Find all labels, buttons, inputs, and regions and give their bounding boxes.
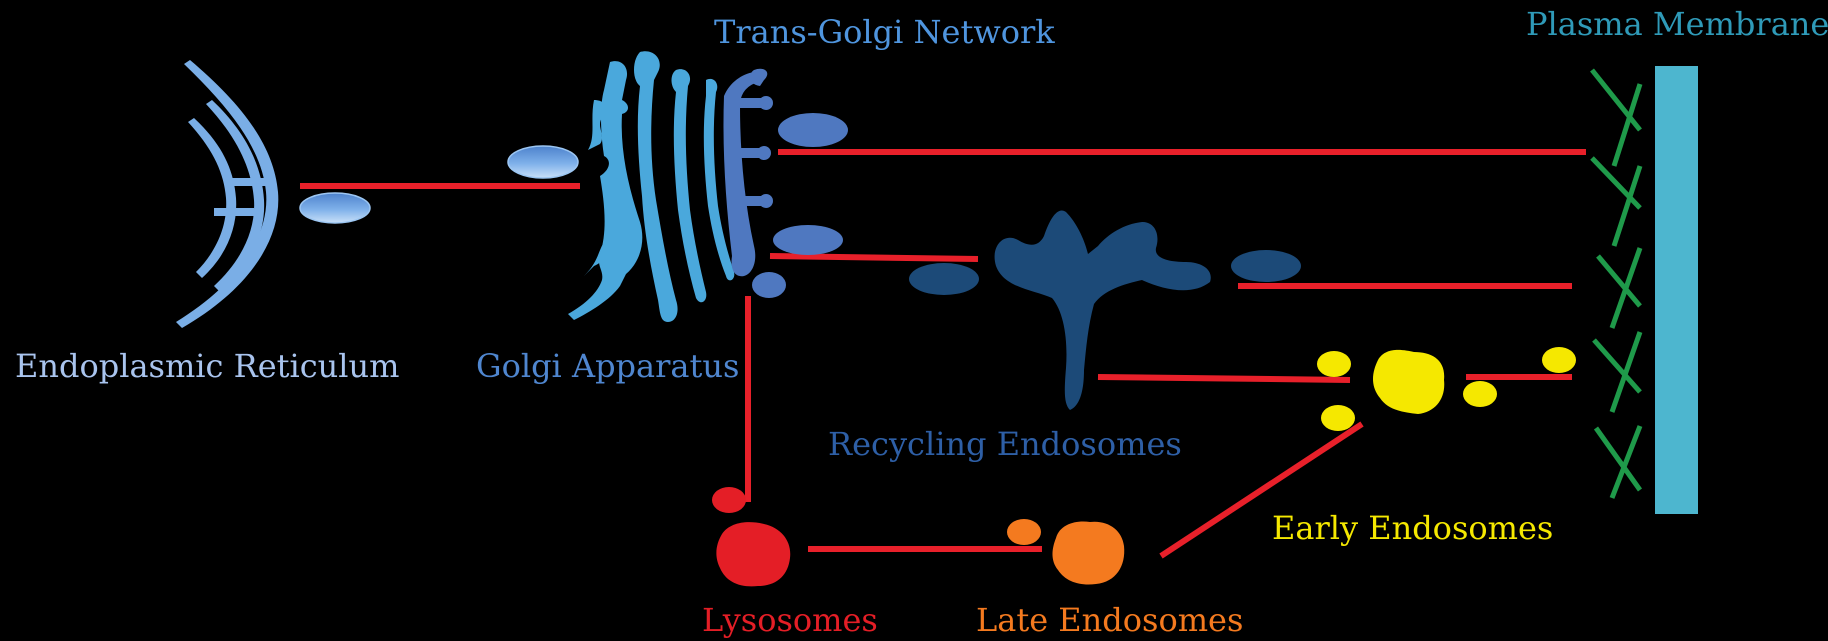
trans-golgi-network-shape	[723, 69, 773, 277]
early-vesicle-2	[1321, 405, 1355, 431]
lysosome-vesicle	[712, 487, 746, 513]
plasma-membrane-label: Plasma Membrane	[1526, 8, 1828, 40]
recycling-vesicle-right	[1231, 250, 1301, 282]
tgn-vesicle-top	[778, 113, 848, 147]
lysosome-body	[716, 522, 790, 586]
late-vesicle	[1007, 519, 1041, 545]
recycling-vesicle-left	[909, 263, 979, 295]
recycling-endosomes-label: Recycling Endosomes	[828, 428, 1182, 460]
early-endosomes-label: Early Endosomes	[1272, 512, 1553, 544]
lysosomes-label: Lysosomes	[702, 604, 878, 636]
early-endosome-body	[1373, 350, 1444, 414]
endoplasmic-reticulum-shape	[176, 60, 278, 328]
tgn-to-recycling-line	[770, 256, 978, 259]
early-vesicle-4	[1542, 347, 1576, 373]
plasma-membrane-bar	[1655, 66, 1698, 514]
early-endosomes-group	[1317, 347, 1576, 431]
golgi-vesicle	[508, 146, 578, 178]
late-endosomes-label: Late Endosomes	[976, 604, 1243, 636]
golgi-apparatus-label: Golgi Apparatus	[476, 350, 739, 382]
er-vesicle	[300, 193, 370, 223]
membrane-receptors	[1592, 70, 1640, 498]
endoplasmic-reticulum-label: Endoplasmic Reticulum	[15, 350, 399, 382]
tgn-vesicle-small	[752, 272, 786, 298]
early-vesicle-3	[1463, 381, 1497, 407]
trans-golgi-network-label: Trans-Golgi Network	[714, 16, 1055, 48]
tgn-vesicle-middle	[773, 225, 843, 255]
late-endosome-body	[1053, 522, 1125, 585]
early-vesicle-1	[1317, 351, 1351, 377]
recycling-to-early-line	[1098, 377, 1350, 380]
golgi-apparatus-shape	[568, 51, 734, 322]
